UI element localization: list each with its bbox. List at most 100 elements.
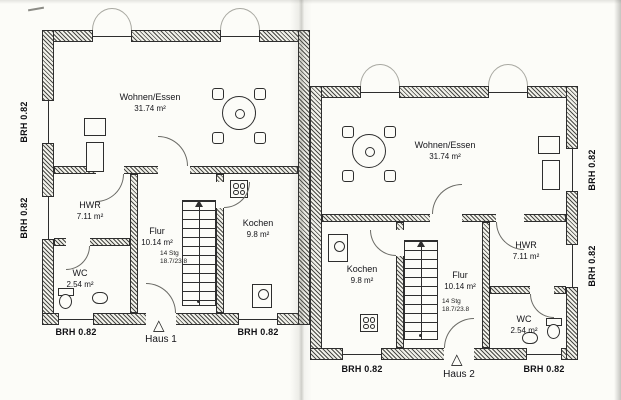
brh-label-left-lower: BRH 0.82 <box>19 197 29 239</box>
haus2-door-arc-wohnen <box>432 184 462 214</box>
haus1-wall-hwr-bottom <box>54 238 130 246</box>
room-name: Kochen <box>242 218 274 228</box>
haus2-window-kochen <box>342 348 382 360</box>
haus2-window-right-lower <box>566 244 578 288</box>
haus2-room-label-wohnen: Wohnen/Essen 31.74 m² <box>400 140 490 162</box>
haus2-wall-kochen-flur <box>396 222 404 348</box>
haus2-sofa-icon <box>538 136 560 154</box>
haus2-chair-icon <box>342 170 354 182</box>
room-name: Wohnen/Essen <box>119 92 181 102</box>
burner-icon <box>363 323 369 329</box>
haus2-door-arc-kochen <box>370 230 396 256</box>
room-name: Flur <box>452 270 468 280</box>
haus2-chair-icon <box>384 170 396 182</box>
room-name: Wohnen/Essen <box>414 140 476 150</box>
haus2-stairs-icon <box>404 240 438 340</box>
haus1-door-arc-wohnen <box>158 136 188 166</box>
haus2-entrance-door-arc <box>444 318 474 348</box>
haus1-stairs-walkline <box>199 201 200 305</box>
haus1-dining-table-icon <box>222 96 256 130</box>
haus1-entrance-opening <box>146 313 176 325</box>
haus1-wc-sink-icon <box>92 292 108 304</box>
scan-edge-top <box>0 0 621 4</box>
brh-label-right-lower: BRH 0.82 <box>587 245 597 287</box>
haus2-stairs-note-line2: 18.7/23.8 <box>442 306 470 314</box>
haus2-chair-icon <box>342 126 354 138</box>
haus1-stairs-start-dot <box>197 300 200 303</box>
haus2-door-opening-wohnen <box>430 214 462 222</box>
haus1-chair-icon <box>254 132 266 144</box>
brh-label-bottom-kochen-haus1: BRH 0.82 <box>237 327 279 337</box>
haus1-door-opening-hwr <box>96 166 124 174</box>
haus2-stairs-arrow-icon <box>417 240 425 247</box>
haus1-room-label-flur: Flur 10.14 m² <box>134 226 180 248</box>
haus2-wall-top <box>310 86 578 98</box>
room-area: 9.8 m² <box>246 229 270 239</box>
haus2-label: Haus 2 <box>443 369 475 380</box>
scan-artifact <box>27 6 45 12</box>
room-area: 31.74 m² <box>134 103 166 113</box>
room-area: 10.14 m² <box>141 237 173 247</box>
haus1-wall-hwr-right <box>130 174 138 313</box>
room-area: 2.54 m² <box>510 325 538 335</box>
burner-icon <box>369 323 375 329</box>
haus1-entrance-triangle-icon: △ <box>153 317 165 334</box>
haus2-window-top-right <box>488 86 528 98</box>
haus1-door-opening-wohnen <box>158 166 190 174</box>
haus1-door-opening-kochen <box>216 182 224 208</box>
haus2-room-label-flur: Flur 10.14 m² <box>438 270 482 292</box>
haus1-label: Haus 1 <box>145 334 177 345</box>
haus1-window-left-lower <box>42 196 54 240</box>
brh-label-bottom-kochen-haus2: BRH 0.82 <box>341 364 383 374</box>
haus2-chair-icon <box>384 126 396 138</box>
haus1-window-kochen <box>238 313 278 325</box>
haus2-entrance-opening <box>444 348 474 360</box>
haus1-wall-flur-kochen <box>216 174 224 313</box>
haus1-door-arc-kochen <box>224 182 250 208</box>
haus2-entrance-triangle-icon: △ <box>451 351 463 368</box>
haus2-window-swing-icon <box>488 64 528 86</box>
haus2-wall-right <box>566 86 578 360</box>
haus1-door-opening-wc <box>66 238 90 246</box>
haus2-dining-table-icon <box>352 134 386 168</box>
room-area: 7.11 m² <box>76 211 104 221</box>
haus1-door-arc-wc <box>66 246 90 270</box>
haus1-stairs-note: 14 Stg 18.7/23.8 <box>160 250 196 267</box>
room-area: 2.54 m² <box>66 279 94 289</box>
scan-edge-right <box>614 0 621 400</box>
room-name: HWR <box>79 200 101 210</box>
haus2-window-swing-icon <box>360 64 400 86</box>
haus1-window-top-right <box>220 30 260 42</box>
haus2-window-top-left <box>360 86 400 98</box>
haus1-sofa-icon <box>86 142 104 172</box>
haus1-chair-icon <box>254 88 266 100</box>
haus1-window-wc <box>58 313 94 325</box>
haus2-kitchen-sink-icon <box>328 234 348 262</box>
haus2-toilet-icon <box>546 318 562 339</box>
haus2-room-label-kochen: Kochen 9.8 m² <box>334 264 390 286</box>
haus1-wall-right-party <box>298 30 310 325</box>
room-area: 10.14 m² <box>444 281 476 291</box>
room-area: 31.74 m² <box>429 151 461 161</box>
haus2-wall-flur-hwr <box>482 222 490 348</box>
burner-icon <box>369 317 375 323</box>
brh-label-left-upper: BRH 0.82 <box>19 101 29 143</box>
room-name: Kochen <box>346 264 378 274</box>
room-name: WC <box>516 314 532 324</box>
haus2-door-opening-hwr <box>496 214 524 222</box>
haus1-stairs-note-line2: 18.7/23.8 <box>160 258 188 266</box>
haus2-stairs-note: 14 Stg 18.7/23.8 <box>442 298 478 315</box>
haus1-stairs-note-line1: 14 Stg <box>160 250 179 257</box>
haus2-wall-hwr-bottom <box>490 286 566 294</box>
haus1-stairs-icon <box>182 200 216 306</box>
haus1-kitchen-sink-icon <box>252 284 272 308</box>
haus2-stairs-walkline <box>421 241 422 339</box>
haus1-window-top-left <box>92 30 132 42</box>
haus1-window-left-upper <box>42 100 54 144</box>
haus1-sofa-icon <box>84 118 106 136</box>
room-name: WC <box>72 268 88 278</box>
haus1-window-swing-icon <box>220 8 260 30</box>
haus2-sofa-icon <box>542 160 560 190</box>
brh-label-right-upper: BRH 0.82 <box>587 149 597 191</box>
haus2-stairs-start-dot <box>419 334 422 337</box>
